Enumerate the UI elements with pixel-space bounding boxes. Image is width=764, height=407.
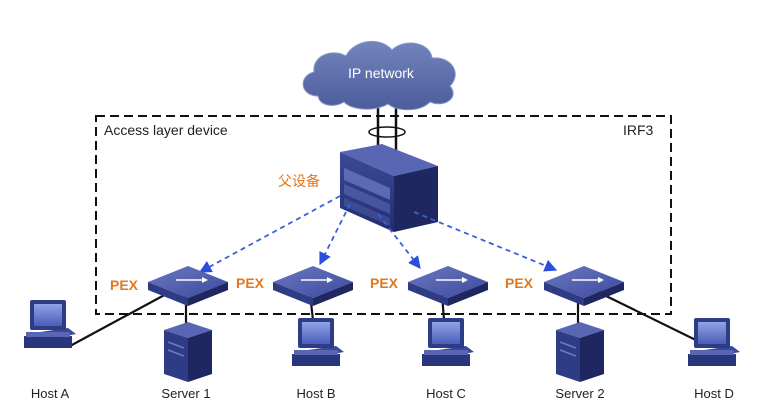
pex-label: PEX: [370, 275, 399, 291]
irf-name-label: IRF3: [623, 122, 654, 138]
host-c-pc: [422, 318, 474, 366]
pex-device: [544, 266, 624, 306]
host-label: Server 2: [555, 386, 604, 401]
control-links: [198, 195, 558, 273]
host-a-pc: [24, 300, 76, 348]
ip-network-label: IP network: [348, 65, 415, 81]
irf-area-label: Access layer device: [104, 122, 228, 138]
host-label: Host D: [694, 386, 734, 401]
pex-label: PEX: [110, 277, 139, 293]
host-b-pc: [292, 318, 344, 366]
link-aggregation-ring: [368, 126, 406, 138]
irf-boundary: [95, 115, 672, 315]
pex-device: [148, 266, 228, 306]
host-label: Host A: [31, 386, 70, 401]
server-2-icon: [556, 322, 604, 382]
parent-device: [340, 144, 438, 232]
pex-device: [408, 266, 488, 306]
ip-network-cloud: IP network: [302, 41, 456, 111]
host-label: Host C: [426, 386, 466, 401]
pex-label: PEX: [236, 275, 265, 291]
pex-label: PEX: [505, 275, 534, 291]
parent-device-label: 父设备: [278, 173, 320, 190]
host-label: Server 1: [161, 386, 210, 401]
server-1-icon: [164, 322, 212, 382]
pex-device: [273, 266, 353, 306]
host-d-pc: [688, 318, 740, 366]
host-label: Host B: [296, 386, 335, 401]
